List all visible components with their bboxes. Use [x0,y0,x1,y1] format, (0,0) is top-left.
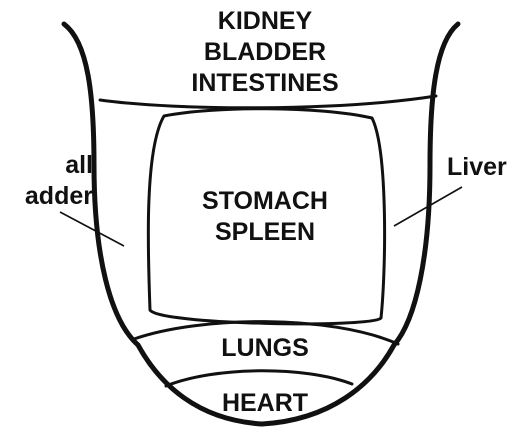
middle-region-label: STOMACH SPLEEN [165,186,365,248]
spleen-label: SPLEEN [165,217,365,248]
lungs-label: LUNGS [180,333,350,364]
heart-label: HEART [180,388,350,419]
top-region-label: KIDNEY BLADDER INTESTINES [120,6,410,99]
gallbladder-label-line-1: all [25,150,93,181]
gallbladder-label-line-2: adder [25,181,93,212]
stomach-label: STOMACH [165,186,365,217]
heart-boundary-line [166,371,352,386]
bladder-label: BLADDER [120,37,410,68]
kidney-label: KIDNEY [120,6,410,37]
gallbladder-label: all adder [25,150,93,212]
gallbladder-pointer-line [60,212,124,246]
liver-label: Liver [447,152,507,183]
intestines-label: INTESTINES [120,68,410,99]
